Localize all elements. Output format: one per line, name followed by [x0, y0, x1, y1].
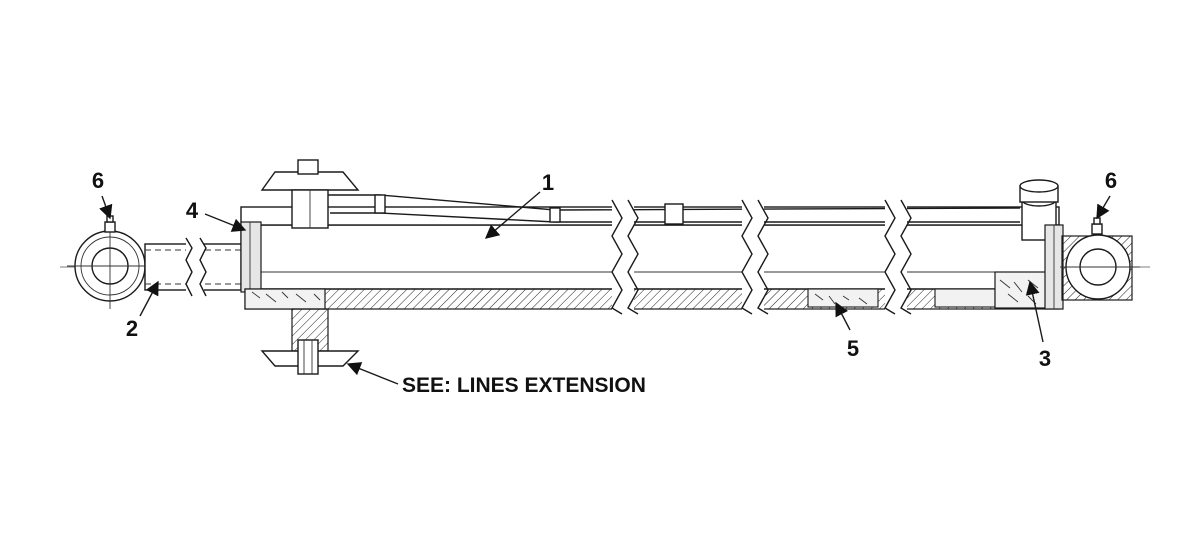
tube-break-3: [884, 199, 912, 315]
callout-1: 1: [542, 170, 554, 195]
cylinder-tube: [240, 206, 1060, 293]
lower-mount: [260, 308, 360, 375]
tube-break-2: [741, 199, 769, 315]
right-grease-fitting: [1091, 217, 1103, 235]
left-rod-eye: [67, 223, 153, 309]
callout-4: 4: [186, 198, 199, 223]
tube-section-hatch: [244, 271, 1060, 310]
port-fitting: [1019, 179, 1059, 241]
piston-rod: [144, 237, 246, 297]
callout-6-right: 6: [1105, 168, 1117, 193]
leader-lines: [99, 191, 1111, 385]
upper-mount: [260, 159, 360, 229]
callout-5: 5: [847, 336, 859, 361]
callout-2: 2: [126, 316, 138, 341]
right-clevis-eye: [1060, 234, 1140, 301]
hydraulic-line: [310, 194, 1021, 225]
see-lines-extension-note: SEE: LINES EXTENSION: [402, 374, 646, 397]
callout-6-left: 6: [92, 168, 104, 193]
callout-3: 3: [1039, 346, 1051, 371]
tube-break-1: [611, 199, 639, 315]
left-grease-fitting: [104, 215, 116, 233]
